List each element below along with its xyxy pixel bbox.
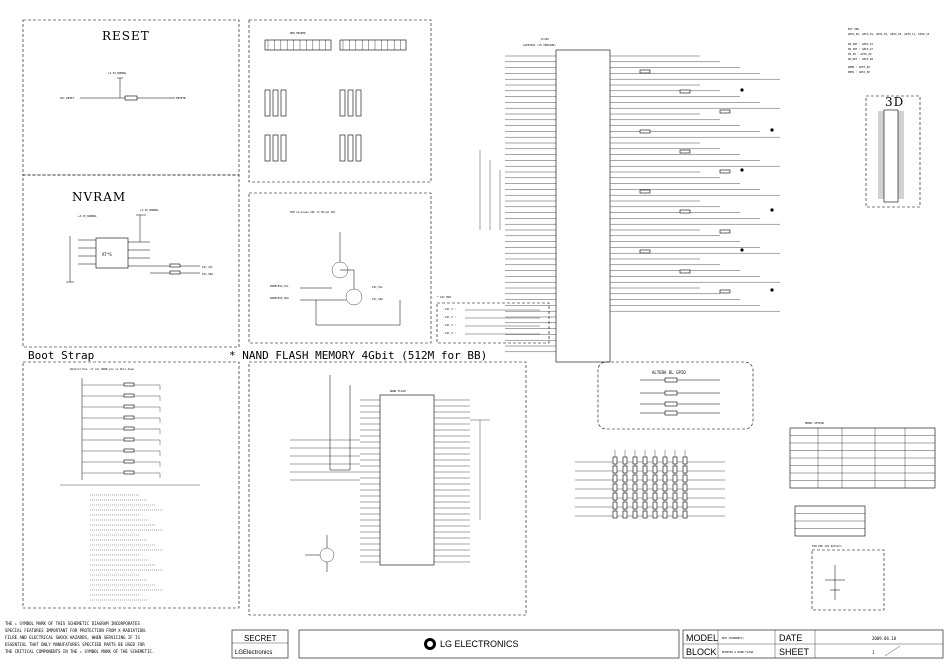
pwr-header-title: PWR HEADER bbox=[290, 31, 306, 35]
reset-title: RESET bbox=[102, 29, 150, 43]
boot-strap-title: Boot Strap bbox=[28, 349, 94, 362]
svg-text:I2C_2 :: I2C_2 : bbox=[445, 315, 456, 319]
svg-text:I2C_SCL: I2C_SCL bbox=[202, 265, 213, 269]
resistor-grid bbox=[575, 450, 725, 519]
svg-text:IN_INT : GPIO_23: IN_INT : GPIO_23 bbox=[848, 42, 873, 46]
svg-text:DATE: DATE bbox=[779, 633, 802, 643]
nand-title: * NAND FLASH MEMORY 4Gbit (512M for BB) bbox=[229, 349, 487, 362]
secret-label: SECRET bbox=[244, 634, 277, 643]
pwr-header-section: PWR HEADER bbox=[248, 19, 432, 183]
svg-text:I2C_3 :: I2C_3 : bbox=[445, 323, 456, 327]
svg-text:+3.3V_NORMAL: +3.3V_NORMAL bbox=[140, 208, 159, 212]
ext-irq-notes: EXT IRQ GPIO_06, GPIO_01, GPIO_02, GPIO_… bbox=[848, 27, 930, 74]
svg-text:SPECIAL FEATURES IMPORTANT FOR: SPECIAL FEATURES IMPORTANT FOR PROTECTIO… bbox=[5, 628, 147, 633]
nand-chip-label: NAND FLASH bbox=[390, 389, 406, 393]
svg-text:I2C_SDA: I2C_SDA bbox=[372, 297, 383, 301]
nvram-title: NVRAM bbox=[72, 190, 126, 204]
reset-section: RESET SOC_RESET +3.3V_NORMAL IC0.RESETB bbox=[22, 19, 240, 176]
svg-text:PWM0 : GPIO_06: PWM0 : GPIO_06 bbox=[848, 65, 870, 69]
model-option-title: MODEL OPTION bbox=[805, 421, 824, 425]
altera-section: ALTERA DL GPIO bbox=[597, 361, 754, 430]
esd-section: FOR ESD 12V Pattern bbox=[811, 544, 885, 611]
secret-box bbox=[231, 629, 289, 659]
soc-reset-label: SOC_RESET bbox=[60, 96, 74, 100]
svg-text:WIRELESS_SDA: WIRELESS_SDA bbox=[270, 296, 289, 300]
nvram-chip-label: AT*S bbox=[102, 252, 112, 257]
footer: THE ⚠ SYMBOL MARK OF THIS SCHEMETIC DIAG… bbox=[5, 621, 944, 659]
ic-name: IC100 bbox=[541, 37, 549, 41]
i2c-map-title: * I2C MAP bbox=[437, 295, 451, 299]
svg-text:I2C_1 :: I2C_1 : bbox=[445, 307, 456, 311]
svg-text:EXT IRQ: EXT IRQ bbox=[848, 27, 859, 31]
boot-strap-note: Default Pos. of all NAND pin is Pull-dow… bbox=[70, 367, 134, 371]
svg-text:GPIO_06, GPIO_01, GPIO_02, GPI: GPIO_06, GPIO_01, GPIO_02, GPIO_03, GPIO… bbox=[848, 32, 930, 36]
svg-text:MODEL: MODEL bbox=[686, 633, 718, 643]
nand-section: * NAND FLASH MEMORY 4Gbit (512M for BB) … bbox=[229, 349, 527, 616]
lg-small-label: LGElectronics bbox=[235, 650, 272, 656]
svg-text:I2C_4 :: I2C_4 : bbox=[445, 331, 456, 335]
svg-text:ESSENTIAL THAT ONLY MANUFATURE: ESSENTIAL THAT ONLY MANUFATURES SPECFIED… bbox=[5, 642, 145, 647]
model-option-section: MODEL OPTION bbox=[789, 421, 936, 537]
nand-chip-body bbox=[379, 394, 435, 566]
svg-text:BLOCK: BLOCK bbox=[686, 647, 717, 657]
altera-title: ALTERA DL GPIO bbox=[652, 370, 686, 375]
svg-text:PWM1 : GPIO_09: PWM1 : GPIO_09 bbox=[848, 70, 870, 74]
logo-box bbox=[298, 629, 680, 659]
svg-text:WIRELESS_SCL: WIRELESS_SCL bbox=[270, 284, 289, 288]
ic-part: LGE3556C (C0 VERSION) bbox=[523, 43, 556, 47]
wireless-title: FOR wireless_IDC to Micom IDC bbox=[290, 210, 336, 214]
svg-text:IC0.RESETB: IC0.RESETB bbox=[170, 96, 186, 100]
three-d-title: 3D bbox=[885, 95, 904, 109]
svg-text:I2C_SDA: I2C_SDA bbox=[202, 272, 213, 276]
boot-strap-section: Boot Strap Default Pos. of all NAND pin … bbox=[22, 349, 240, 609]
svg-text:1: 1 bbox=[872, 650, 875, 655]
lg-logo-text: LG ELECTRONICS bbox=[440, 639, 519, 649]
svg-text:BCM (KVN0DBTV): BCM (KVN0DBTV) bbox=[722, 636, 744, 640]
svg-text:I2C_SCL: I2C_SCL bbox=[372, 285, 383, 289]
svg-text:THE ⚠ SYMBOL MARK OF THIS SCHE: THE ⚠ SYMBOL MARK OF THIS SCHEMETIC DIAG… bbox=[5, 621, 140, 626]
main-ic-section: IC100 LGE3556C (C0 VERSION) bbox=[479, 37, 780, 363]
svg-text:2009.06.18: 2009.06.18 bbox=[872, 636, 897, 641]
three-d-section: 3D bbox=[865, 95, 921, 208]
svg-text:IN_INT : GPIO_27: IN_INT : GPIO_27 bbox=[848, 47, 873, 51]
svg-text:IN_DET : GPIO_28: IN_DET : GPIO_28 bbox=[848, 57, 873, 61]
svg-text:SHEET: SHEET bbox=[779, 647, 810, 657]
svg-text:FILRE AND ELECTRICAL SHOCK HAZ: FILRE AND ELECTRICAL SHOCK HAZARDS, WHEN… bbox=[5, 635, 140, 640]
svg-text:+3.3V_NORMAL: +3.3V_NORMAL bbox=[78, 214, 97, 218]
svg-text:+3.3V_NORMAL: +3.3V_NORMAL bbox=[108, 71, 127, 75]
i2c-map-section: * I2C MAP I2C_1 : I2C_2 : I2C_3 : I2C_4 … bbox=[436, 295, 550, 344]
svg-text:THE CRITICAL COMPONENTS IN THE: THE CRITICAL COMPONENTS IN THE ⚠ SYMBOL … bbox=[5, 649, 154, 654]
esd-title: FOR ESD 12V Pattern bbox=[812, 544, 842, 548]
nvram-section: NVRAM AT*S +3.3V_NORMAL +3.3V_NORMAL I2C… bbox=[22, 174, 240, 348]
svg-text:IN_IR : GPIO_26: IN_IR : GPIO_26 bbox=[848, 52, 872, 56]
svg-text:BCM3556 & NAND FLASH: BCM3556 & NAND FLASH bbox=[722, 650, 754, 654]
main-ic-body bbox=[555, 49, 611, 363]
wireless-section: FOR wireless_IDC to Micom IDC WIRELESS_S… bbox=[248, 192, 432, 344]
